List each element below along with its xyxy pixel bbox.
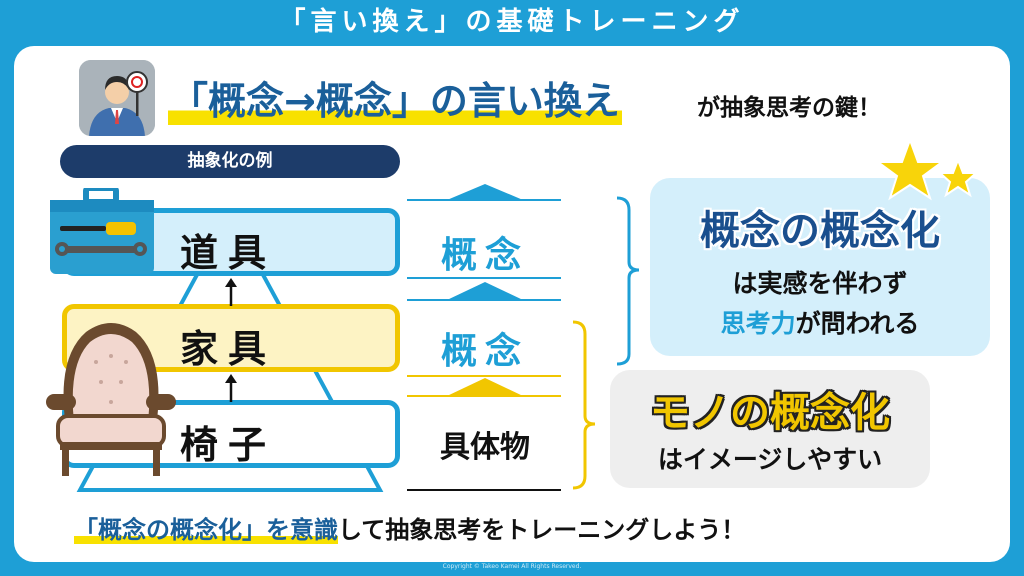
level-label: 道具 [180, 231, 277, 275]
object-box-title: モノの概念化 [650, 390, 890, 436]
concept-box [650, 178, 990, 356]
middle-column-lines [407, 184, 561, 491]
headline-main: 「概念→概念」の言い換え [168, 70, 622, 125]
up-arrow-icon [225, 278, 237, 306]
concept-box-line2-rest: が問われる [795, 309, 920, 338]
concept-box-line1: は実感を伴わず [732, 269, 908, 298]
headline-sub: が抽象思考の鍵！ [697, 95, 881, 121]
bottom-highlight: 「概念の概念化」を意識 [74, 516, 338, 544]
level-label: 家具 [180, 327, 277, 371]
bottom-rest: して抽象思考をトレーニングしよう！ [338, 516, 746, 544]
concept-box-line2: 思考力が問われる [650, 304, 990, 340]
middle-label: 具体物 [440, 430, 530, 465]
presenter-icon [79, 60, 155, 136]
middle-label: 概念 [440, 331, 529, 372]
toolbox-icon [50, 185, 154, 278]
armchair-icon [46, 318, 176, 482]
brackets [572, 196, 640, 490]
copyright: Copyright © Takeo Kamei All Rights Reser… [442, 563, 582, 570]
star-icon [874, 138, 979, 201]
up-arrow-icon [225, 374, 237, 402]
object-box [610, 370, 930, 488]
highlight-text: 思考力 [720, 309, 796, 338]
example-badge: 抽象化の例 [60, 145, 400, 178]
level-label: 椅子 [180, 423, 277, 467]
middle-label: 概念 [440, 235, 529, 276]
bottom-message: 「概念の概念化」を意識して抽象思考をトレーニングしよう！ [74, 510, 745, 545]
object-box-line1: はイメージしやすい [657, 445, 883, 474]
concept-box-title: 概念の概念化 [700, 208, 940, 254]
header-title: 「言い換え」の基礎トレーニング [279, 7, 745, 37]
